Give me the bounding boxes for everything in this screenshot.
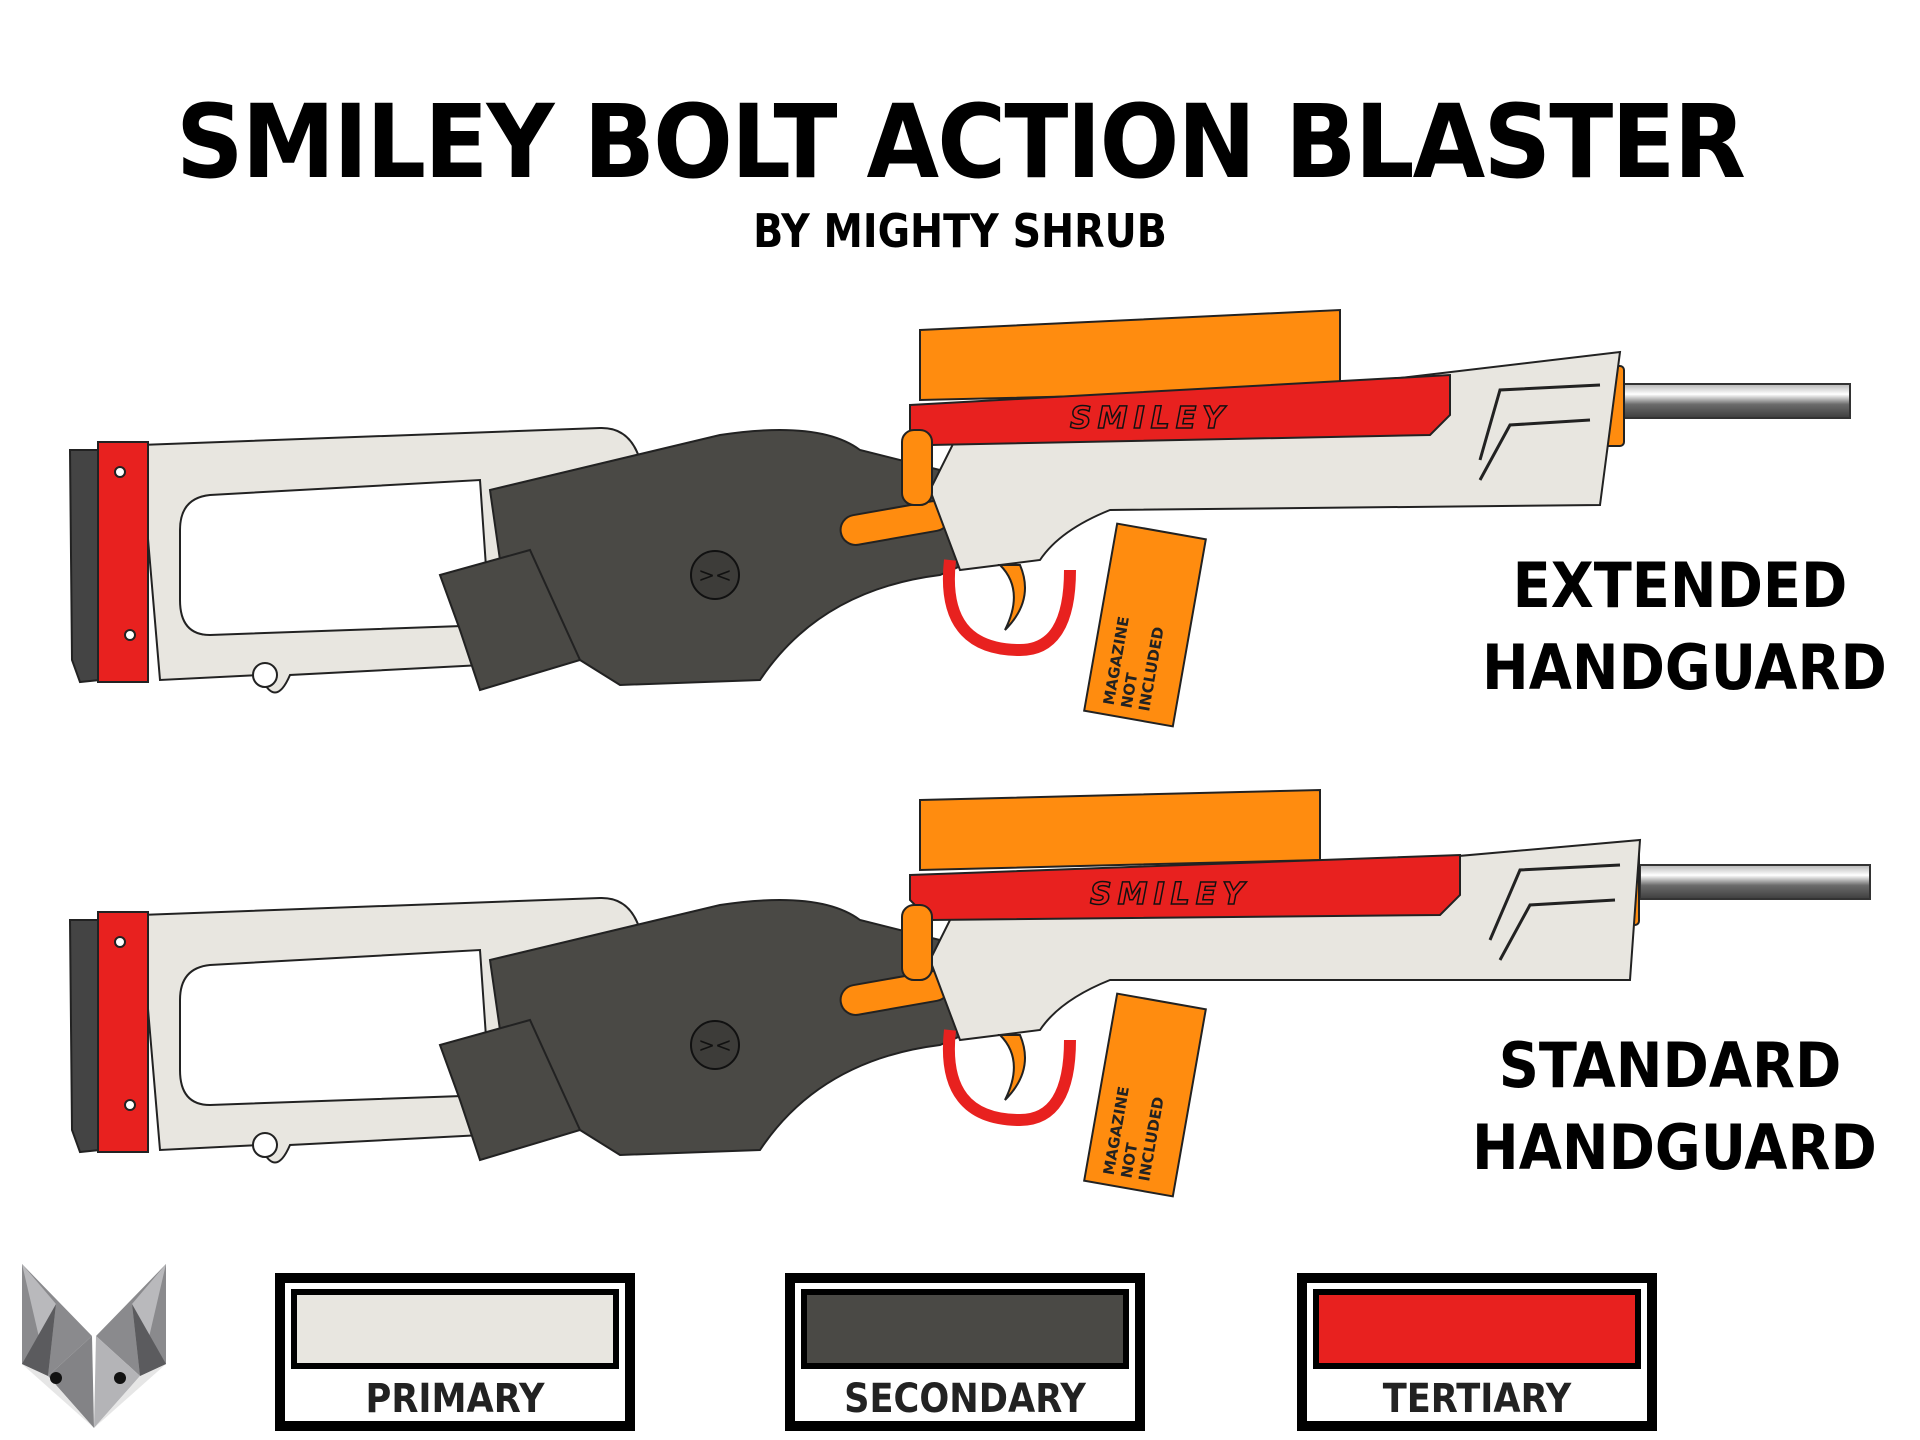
smiley-face-icon: ><: [698, 1033, 732, 1057]
trigger-guard: [942, 559, 1076, 657]
swatch-chip-tertiary: [1313, 1289, 1641, 1369]
variant-label-line1: STANDARD: [1498, 1029, 1842, 1102]
barrel: [1619, 383, 1851, 419]
handguard-detail: [1478, 383, 1601, 481]
sling-loop: [252, 662, 278, 688]
bolt-handle: [901, 904, 933, 981]
grip-body: [488, 429, 1022, 687]
grip-body: [488, 899, 1022, 1157]
screw: [114, 936, 126, 948]
swatch-secondary: SECONDARY: [785, 1273, 1145, 1431]
magazine: MAGAZINE NOT INCLUDED: [1083, 992, 1207, 1198]
butt-plate: [68, 919, 102, 1154]
trigger-guard: [942, 1029, 1076, 1127]
page-subtitle: BY MIGHTY SHRUB: [753, 204, 1167, 258]
butt-plate: [68, 449, 102, 684]
page-title: SMILEY BOLT ACTION BLASTER: [175, 83, 1746, 202]
screw: [114, 466, 126, 478]
grip-lower-plate: [438, 1018, 582, 1162]
stock-window: [179, 948, 492, 1107]
screw: [124, 1099, 136, 1111]
handguard-detail: [1488, 863, 1621, 961]
swatch-chip-secondary: [801, 1289, 1129, 1369]
swatch-chip-primary: [291, 1289, 619, 1369]
butt-pad-tertiary: [97, 441, 149, 683]
variant-label-extended: EXTENDED HANDGUARD: [1482, 545, 1887, 709]
top-rail-orange: [919, 788, 1321, 872]
trigger: [997, 564, 1026, 631]
variant-label-standard: STANDARD HANDGUARD: [1472, 1025, 1877, 1189]
variant-label-line2: HANDGUARD: [1472, 1111, 1877, 1184]
swatch-tertiary: TERTIARY: [1297, 1273, 1657, 1431]
swatch-label-primary: PRIMARY: [365, 1376, 545, 1422]
stock-window: [179, 478, 492, 637]
brand-marking: SMILEY: [1070, 401, 1230, 436]
blaster-drawing: >< SMILEY MAGAZINE NOT INCLUDED: [68, 788, 1871, 1198]
variant-label-line2: HANDGUARD: [1482, 631, 1887, 704]
screw: [124, 629, 136, 641]
blaster-standard-handguard: >< SMILEY MAGAZINE NOT INCLUDED: [60, 788, 1871, 1220]
swatch-label-secondary: SECONDARY: [844, 1376, 1086, 1422]
bolt-handle: [901, 429, 933, 506]
swatch-label-tertiary: TERTIARY: [1382, 1376, 1572, 1422]
trigger: [997, 1034, 1026, 1101]
grip-lower-plate: [438, 548, 582, 692]
magazine: MAGAZINE NOT INCLUDED: [1083, 522, 1207, 728]
blaster-drawing: >< SMILEY MAGAZINE NOT INCLUDED: [68, 308, 1851, 728]
smiley-face-icon: ><: [698, 563, 732, 587]
barrel: [1639, 864, 1871, 900]
swatch-primary: PRIMARY: [275, 1273, 635, 1431]
brand-marking: SMILEY: [1090, 877, 1250, 912]
smiley-emblem: [690, 550, 740, 600]
sling-loop: [252, 1132, 278, 1158]
variant-label-line1: EXTENDED: [1512, 549, 1848, 622]
blaster-extended-handguard: >< SMILEY MAGAZINE NOT INCLUDED: [60, 308, 1860, 750]
butt-pad-tertiary: [97, 911, 149, 1153]
fox-head-icon: [22, 1264, 166, 1428]
side-plate-tertiary: [909, 853, 1461, 922]
smiley-emblem: [690, 1020, 740, 1070]
